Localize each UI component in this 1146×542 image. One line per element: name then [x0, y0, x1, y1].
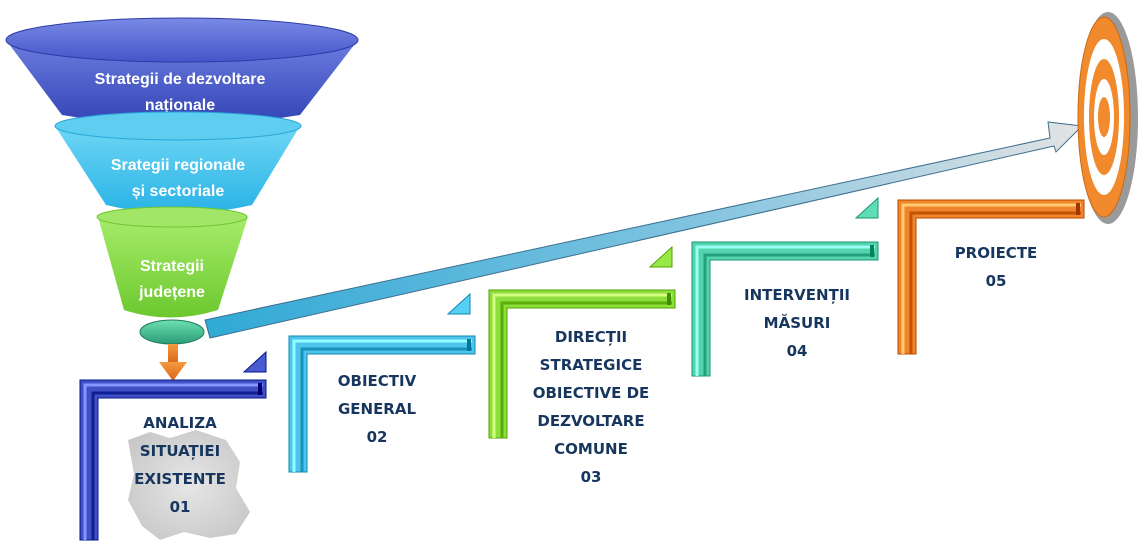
- step-bracket-shape: [488, 289, 676, 439]
- step-01-line2: SITUAȚIEI: [140, 442, 220, 460]
- step-03-line1: DIRECȚII: [555, 328, 627, 346]
- funnel-level-national: Strategii de dezvoltare naționale: [5, 17, 359, 125]
- step-bracket-highlight: [492, 293, 672, 438]
- progress-arrow: [204, 121, 1084, 339]
- step-02-number: 02: [367, 428, 388, 446]
- step-bracket-shadow: [300, 347, 472, 472]
- step-bracket-shadow: [91, 391, 263, 540]
- step-01-text: ANALIZA SITUAȚIEI EXISTENTE 01: [134, 414, 226, 516]
- step-01-number: 01: [170, 498, 191, 516]
- funnel-level-national-line2: naționale: [145, 97, 215, 114]
- step-02-line1: OBIECTIV: [338, 372, 417, 390]
- step-bracket-cap: [1076, 203, 1080, 215]
- step-bracket-shadow: [703, 253, 875, 376]
- step-bracket-01: [79, 379, 267, 541]
- step-03-line3: OBIECTIVE DE: [533, 384, 650, 402]
- step-05-text: PROIECTE 05: [955, 244, 1038, 290]
- step-bracket-shape: [897, 199, 1085, 355]
- step-corner-triangle: [242, 350, 267, 373]
- step-03-line5: COMUNE: [554, 440, 628, 458]
- step-05-number: 05: [986, 272, 1007, 290]
- step-bracket-shadow: [909, 211, 1081, 354]
- step-02-line2: GENERAL: [338, 400, 417, 418]
- step-bracket-shadow: [500, 301, 672, 438]
- step-bracket-highlight: [695, 245, 875, 376]
- down-arrow: [159, 344, 187, 381]
- step-03-text: DIRECȚII STRATEGICE OBIECTIVE DE DEZVOLT…: [533, 328, 650, 486]
- funnel-level-county-line1: Strategii: [140, 258, 204, 275]
- step-corner-triangle: [854, 196, 879, 219]
- funnel-level-regional: Srategii regionale și sectoriale: [54, 111, 302, 214]
- funnel-level-regional-line1: Srategii regionale: [111, 157, 245, 174]
- funnel-level-county: Strategii județene: [96, 206, 248, 318]
- step-bracket-highlight: [83, 383, 263, 540]
- step-corner-triangle: [446, 292, 471, 315]
- step-bracket-highlight: [901, 203, 1081, 354]
- step-01-line1: ANALIZA: [143, 414, 217, 432]
- step-bracket-cap: [667, 293, 671, 305]
- step-bracket-05: [897, 199, 1085, 355]
- step-03-line2: STRATEGICE: [540, 356, 643, 374]
- step-corner-triangle: [648, 245, 673, 268]
- step-bracket-02: [288, 335, 476, 473]
- step-bracket-03: [488, 289, 676, 439]
- funnel: Strategii de dezvoltare naționale Srateg…: [5, 17, 359, 381]
- step-04-text: INTERVENȚII MĂSURI 04: [744, 286, 850, 360]
- step-05-line1: PROIECTE: [955, 244, 1038, 262]
- funnel-level-regional-line2: și sectoriale: [132, 183, 225, 200]
- step-04-line1: INTERVENȚII: [744, 286, 850, 304]
- step-02-text: OBIECTIV GENERAL 02: [338, 372, 417, 446]
- step-bracket-04: [691, 241, 879, 377]
- step-bracket-shape: [79, 379, 267, 541]
- step-bracket-cap: [870, 245, 874, 257]
- step-bracket-cap: [258, 383, 262, 395]
- funnel-spout: [139, 319, 205, 345]
- step-bracket-highlight: [292, 339, 472, 472]
- step-01-line3: EXISTENTE: [134, 470, 226, 488]
- county-map-icon: [128, 430, 250, 540]
- steps: [79, 196, 1085, 541]
- step-03-line4: DEZVOLTARE: [537, 412, 644, 430]
- step-bracket-cap: [467, 339, 471, 351]
- step-04-line2: MĂSURI: [764, 313, 831, 332]
- step-03-number: 03: [581, 468, 602, 486]
- funnel-level-county-line2: județene: [138, 284, 205, 301]
- step-04-number: 04: [787, 342, 808, 360]
- step-bracket-shape: [691, 241, 879, 377]
- target-icon: [1077, 12, 1138, 224]
- funnel-level-national-line1: Strategii de dezvoltare: [95, 71, 266, 88]
